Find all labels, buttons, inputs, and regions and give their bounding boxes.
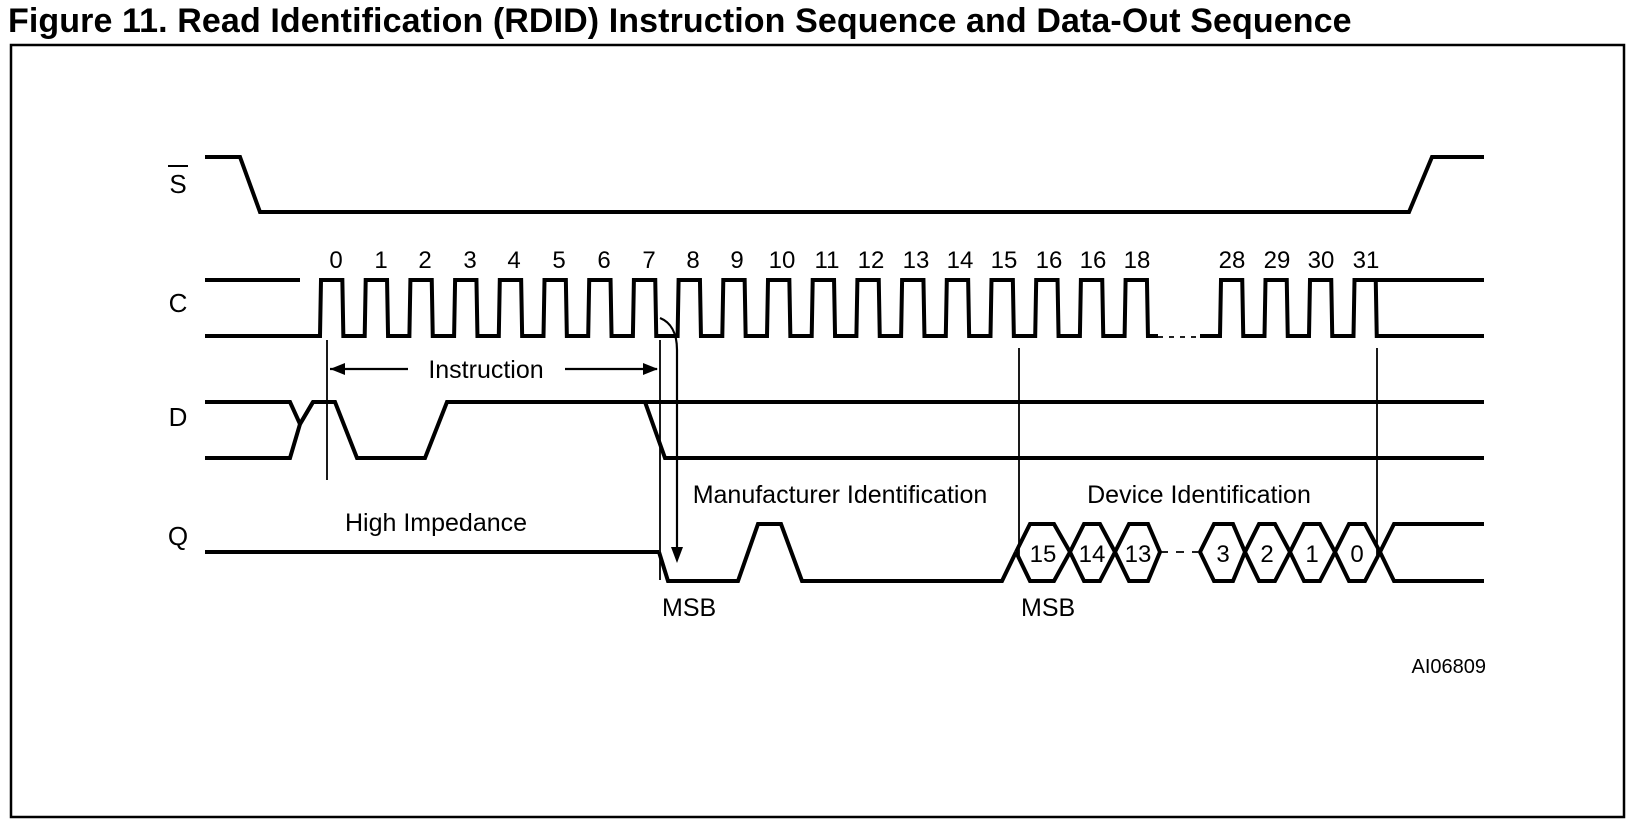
- device-bit-1: 1: [1305, 541, 1318, 568]
- clock-number-19: 28: [1219, 247, 1246, 274]
- c-pulse-train-1: [300, 278, 1158, 338]
- clock-number-10: 10: [769, 247, 796, 274]
- q-manufacturer-data: [657, 522, 1018, 583]
- q-device-bits-2: [1198, 522, 1383, 583]
- clock-number-4: 4: [507, 247, 520, 274]
- signal-q-label: Q: [168, 521, 188, 551]
- clock-number-8: 8: [686, 247, 699, 274]
- c-pulse-train-2: [1200, 278, 1380, 338]
- instruction-span-arrow: [330, 363, 658, 375]
- clock-number-15: 15: [991, 247, 1018, 274]
- device-bit-3: 3: [1216, 541, 1229, 568]
- device-bit-2: 2: [1260, 541, 1273, 568]
- clock-number-9: 9: [730, 247, 743, 274]
- c-waveform: [205, 278, 1484, 338]
- clock-number-17: 16: [1080, 247, 1107, 274]
- clock-number-16: 16: [1036, 247, 1063, 274]
- device-bit-labels: 15 14 13 3 2 1 0: [1030, 541, 1364, 568]
- clock-number-18: 18: [1124, 247, 1151, 274]
- clock-number-2: 2: [418, 247, 431, 274]
- clock-number-14: 14: [947, 247, 974, 274]
- signal-s-label: S: [169, 169, 186, 199]
- high-impedance-label: High Impedance: [345, 509, 527, 537]
- clock-number-3: 3: [463, 247, 476, 274]
- clock-number-6: 6: [597, 247, 610, 274]
- clock-number-13: 13: [903, 247, 930, 274]
- clock-number-5: 5: [552, 247, 565, 274]
- clock-number-1: 1: [374, 247, 387, 274]
- d-upper-rail: [205, 400, 1484, 460]
- clock-number-12: 12: [858, 247, 885, 274]
- device-id-label: Device Identification: [1087, 481, 1311, 509]
- device-bit-13: 13: [1125, 541, 1152, 568]
- d-waveform: [205, 400, 1484, 460]
- clock-number-0: 0: [329, 247, 342, 274]
- q-waveform: [205, 522, 1484, 583]
- clock-number-7: 7: [642, 247, 655, 274]
- manufacturer-id-label: Manufacturer Identification: [693, 481, 988, 509]
- clock-number-21: 30: [1308, 247, 1335, 274]
- device-bit-14: 14: [1079, 541, 1106, 568]
- signal-d-label: D: [169, 402, 188, 432]
- d-lower-rail: [205, 400, 1484, 460]
- msb-label-manufacturer: MSB: [662, 594, 716, 622]
- figure-title: Figure 11. Read Identification (RDID) In…: [8, 2, 1352, 40]
- device-bit-0: 0: [1350, 541, 1363, 568]
- figure-frame: [9, 43, 1626, 819]
- device-bit-15: 15: [1030, 541, 1057, 568]
- q-tail: [1378, 522, 1484, 583]
- clock-number-20: 29: [1264, 247, 1291, 274]
- clock-number-11: 11: [815, 247, 840, 274]
- figure-code: AI06809: [1411, 656, 1486, 678]
- signal-c-label: C: [169, 288, 188, 318]
- s-waveform: [205, 155, 1484, 214]
- clock-to-q-arrow: [659, 316, 683, 563]
- instruction-label: Instruction: [428, 356, 543, 384]
- msb-label-device: MSB: [1021, 594, 1075, 622]
- clock-number-22: 31: [1353, 247, 1380, 274]
